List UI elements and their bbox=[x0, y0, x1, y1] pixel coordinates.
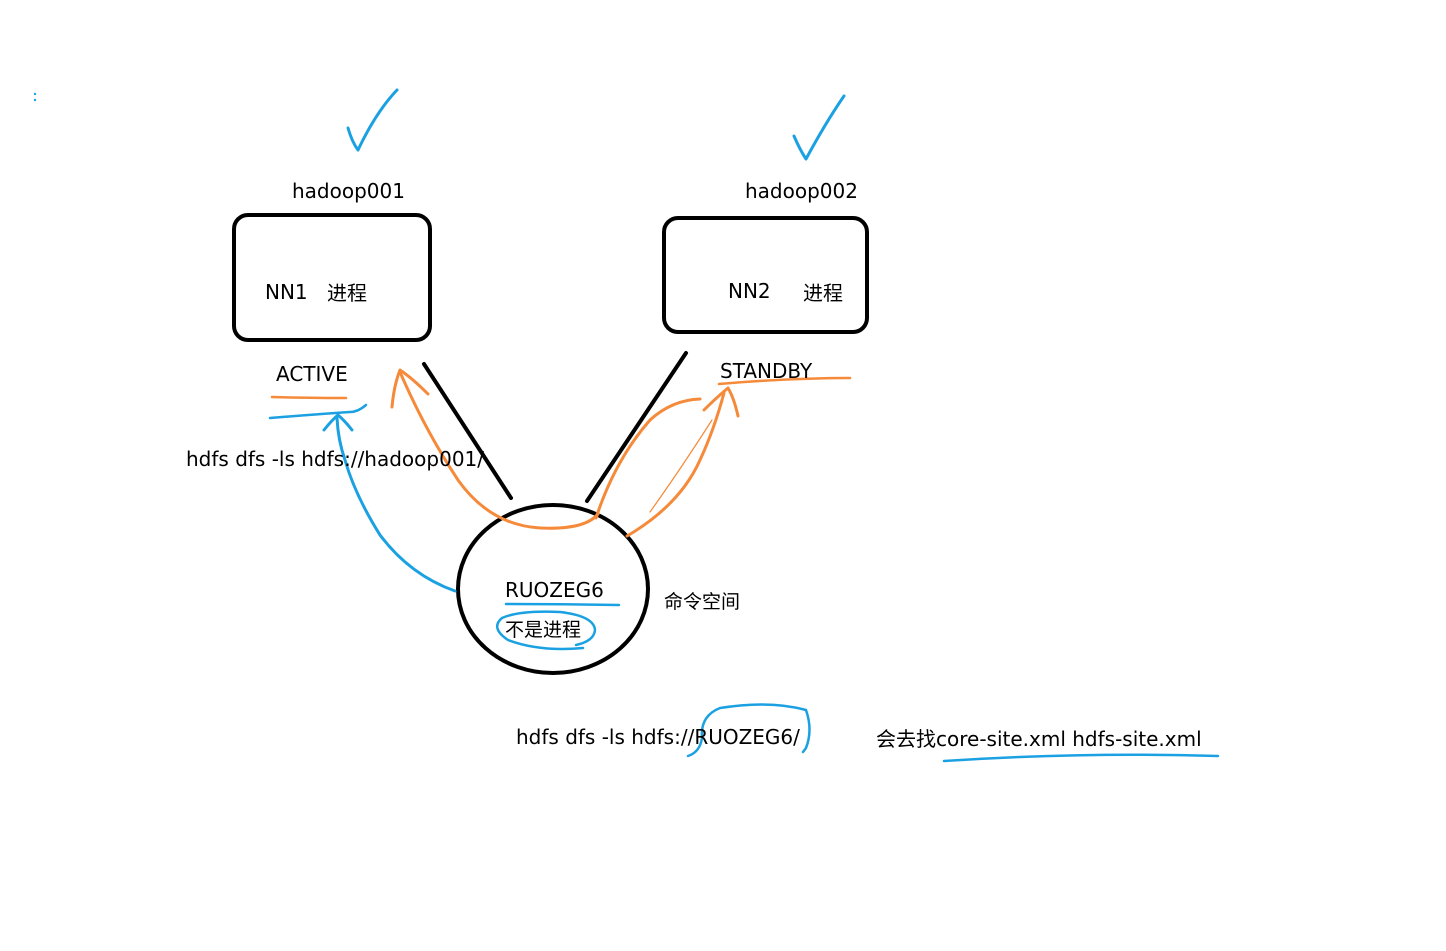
process-name-host1: NN1 bbox=[265, 280, 308, 304]
config-note: 会去找core-site.xml hdfs-site.xml bbox=[876, 727, 1202, 751]
nameservice-side-label: 命令空间 bbox=[664, 591, 741, 613]
connector-host2 bbox=[585, 351, 688, 503]
active-underline bbox=[270, 395, 348, 400]
check-icon-host2 bbox=[792, 94, 846, 161]
state-active: ACTIVE bbox=[276, 362, 348, 386]
failover-arrow-standby-1 bbox=[594, 397, 702, 520]
failover-arrowhead-active bbox=[390, 368, 430, 409]
command-via-nameservice: hdfs dfs -ls hdfs://RUOZEG6/ bbox=[516, 727, 800, 747]
failover-arrow-active bbox=[398, 370, 600, 530]
command-direct: hdfs dfs -ls hdfs://hadoop001/ bbox=[186, 447, 485, 471]
failover-arrow-standby-3 bbox=[649, 419, 713, 513]
process-name-host2: NN2 bbox=[728, 279, 771, 303]
client-arrowhead bbox=[322, 413, 354, 432]
stray-dots bbox=[33, 92, 37, 102]
not-process-highlight bbox=[495, 610, 597, 651]
nameservice-note: 不是进程 bbox=[505, 619, 582, 641]
process-suffix-host2: 进程 bbox=[803, 281, 843, 305]
nameservice-target-highlight bbox=[686, 703, 811, 758]
failover-arrowhead-standby bbox=[702, 386, 740, 418]
state-standby: STANDBY bbox=[720, 359, 813, 383]
connector-host1 bbox=[422, 362, 513, 500]
nameservice-name: RUOZEG6 bbox=[505, 578, 604, 602]
hostname-host2: hadoop002 bbox=[745, 179, 858, 203]
nameservice-circle bbox=[456, 503, 650, 675]
nameservice-underline bbox=[504, 602, 621, 607]
command-via-nameservice-target: RUOZEG6/ bbox=[694, 725, 800, 749]
command-via-nameservice-prefix: hdfs dfs -ls hdfs:// bbox=[516, 725, 695, 749]
client-arrow bbox=[335, 416, 457, 593]
client-arrow-tail-stroke bbox=[268, 403, 368, 420]
hostname-host1: hadoop001 bbox=[292, 179, 405, 203]
namenode-box-host2 bbox=[662, 216, 869, 334]
config-underline bbox=[942, 753, 1220, 763]
process-suffix-host1: 进程 bbox=[327, 281, 367, 305]
namenode-box-host1 bbox=[232, 213, 432, 342]
failover-arrow-standby-2 bbox=[625, 391, 726, 538]
standby-underline bbox=[717, 376, 852, 386]
check-icon-host1 bbox=[346, 88, 399, 152]
